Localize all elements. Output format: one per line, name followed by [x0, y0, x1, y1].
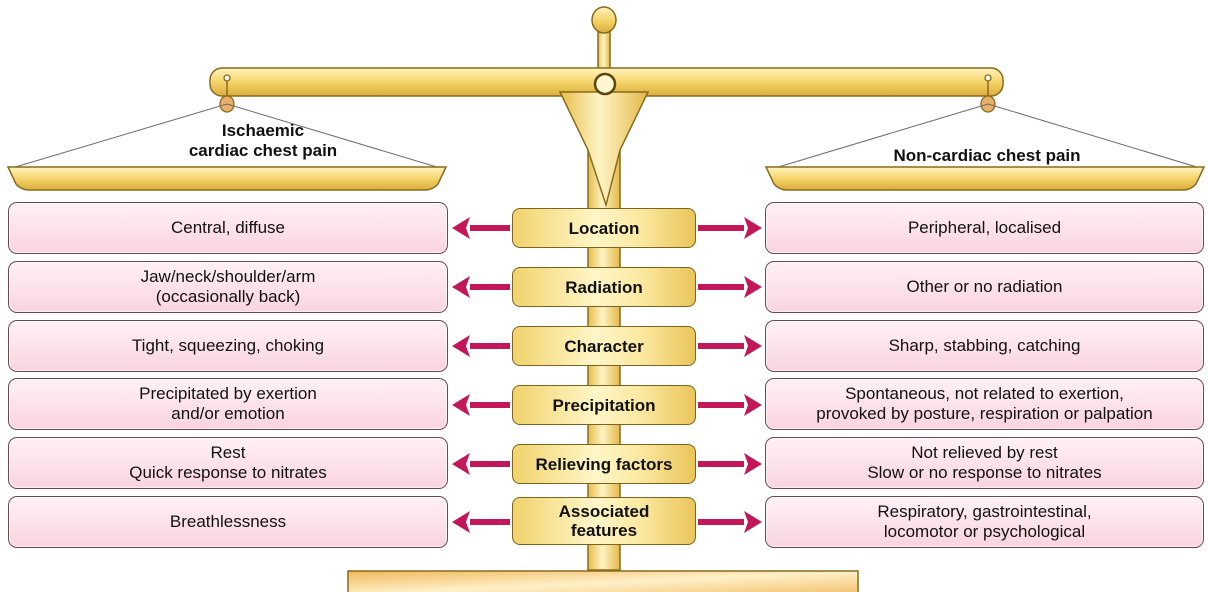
noncardiac-precipitation: Spontaneous, not related to exertion, pr… — [765, 378, 1204, 430]
ischaemic-associated-features: Breathlessness — [8, 496, 448, 548]
left-pan — [6, 166, 448, 191]
right-pan-label: Non-cardiac chest pain — [893, 146, 1081, 165]
arrow-left-2-head — [452, 335, 470, 357]
arrow-left-5-head — [452, 511, 470, 533]
scale-knob — [591, 6, 617, 34]
noncardiac-character: Sharp, stabbing, catching — [765, 320, 1204, 372]
factor-radiation: Radiation — [512, 267, 696, 307]
ischaemic-relieving-factors: Rest Quick response to nitrates — [8, 437, 448, 489]
noncardiac-associated-features: Respiratory, gastrointestinal, locomotor… — [765, 496, 1204, 548]
arrow-left-3-head — [452, 394, 470, 416]
arrow-left-4-head — [452, 453, 470, 475]
left-pan-label: Ischaemic cardiac chest pain — [188, 121, 338, 160]
factor-precipitation: Precipitation — [512, 385, 696, 425]
arrow-right-1-head — [744, 276, 762, 298]
arrows-layer — [452, 217, 762, 533]
arrow-right-0-head — [744, 217, 762, 239]
noncardiac-relieving-factors: Not relieved by rest Slow or no response… — [765, 437, 1204, 489]
factor-character: Character — [512, 326, 696, 366]
ischaemic-precipitation: Precipitated by exertion and/or emotion — [8, 378, 448, 430]
noncardiac-radiation: Other or no radiation — [765, 261, 1204, 313]
arrow-left-0-head — [452, 217, 470, 239]
arrow-right-5-head — [744, 511, 762, 533]
scale-pointer — [558, 91, 650, 208]
arrow-right-4-head — [744, 453, 762, 475]
ischaemic-character: Tight, squeezing, choking — [8, 320, 448, 372]
factor-associated-features: Associated features — [512, 497, 696, 545]
factor-location: Location — [512, 208, 696, 248]
noncardiac-location: Peripheral, localised — [765, 202, 1204, 254]
arrow-right-2-head — [744, 335, 762, 357]
arrow-right-3-head — [744, 394, 762, 416]
scale-base — [347, 570, 859, 592]
arrow-left-1-head — [452, 276, 470, 298]
ischaemic-radiation: Jaw/neck/shoulder/arm (occasionally back… — [8, 261, 448, 313]
scale-pivot — [593, 72, 617, 96]
right-pan — [764, 166, 1206, 191]
ischaemic-location: Central, diffuse — [8, 202, 448, 254]
factor-relieving-factors: Relieving factors — [512, 444, 696, 484]
